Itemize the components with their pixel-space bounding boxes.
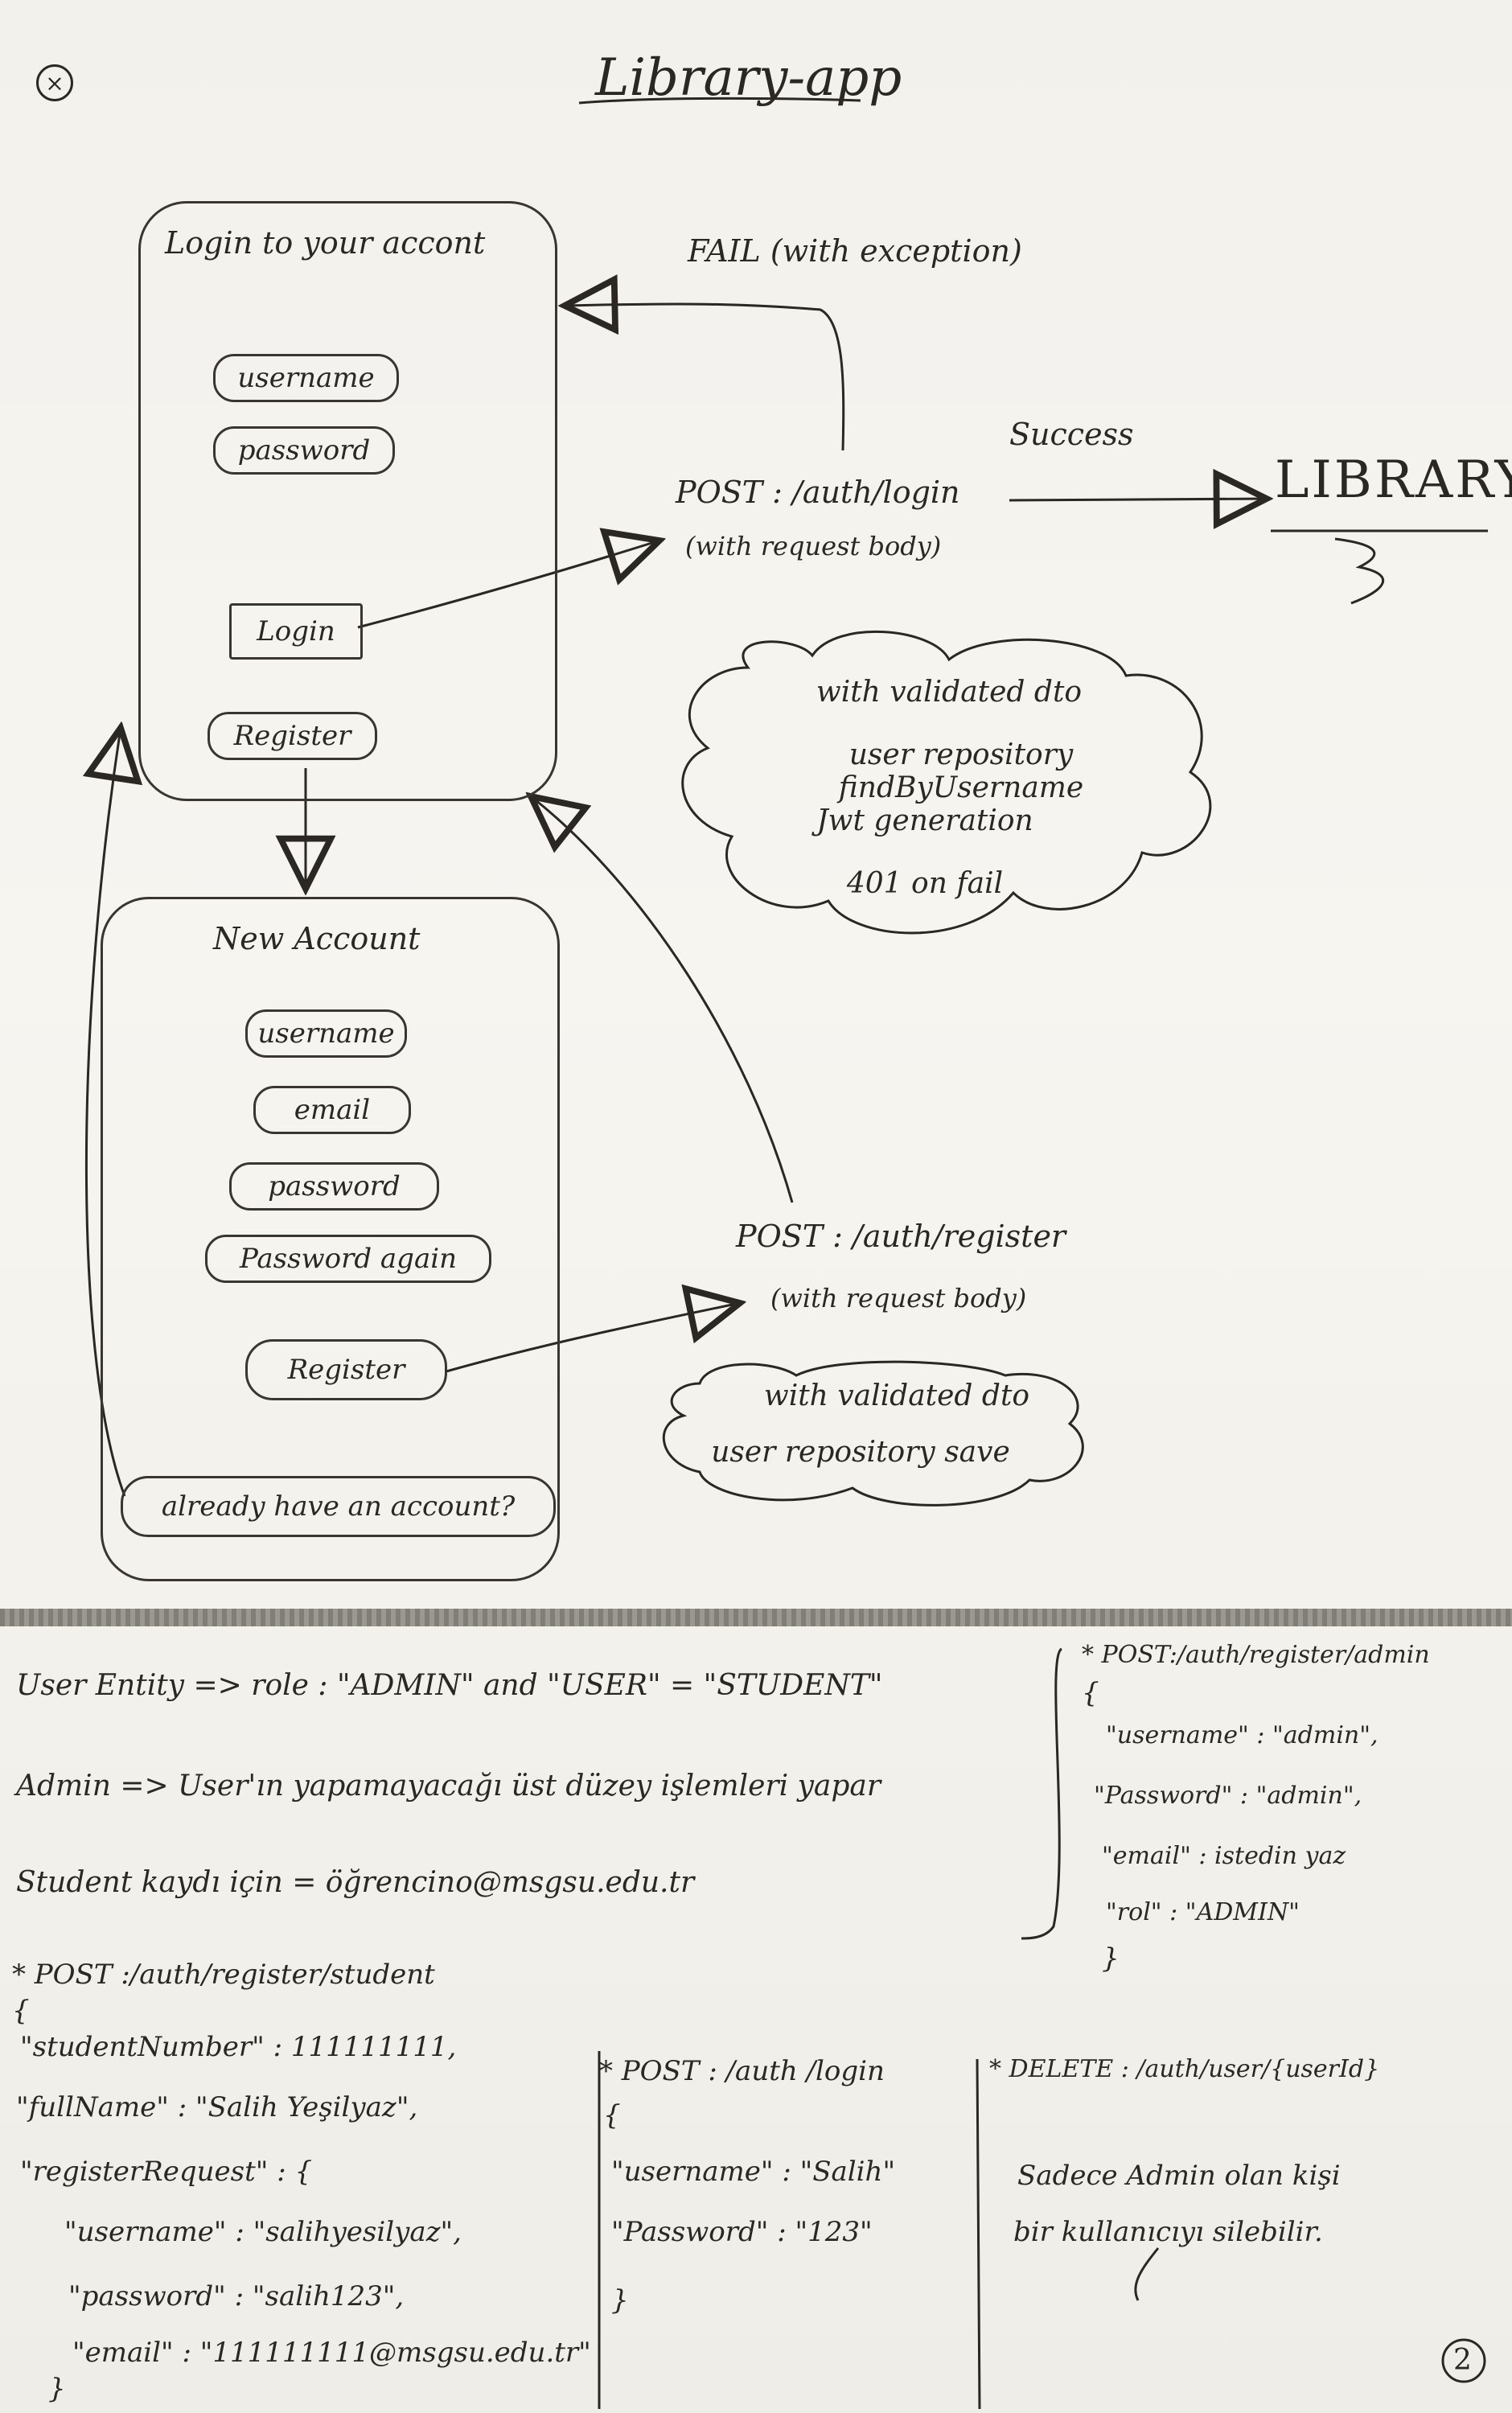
section-divider xyxy=(0,1609,1512,1626)
login-panel xyxy=(138,201,557,801)
register-password-again-field[interactable]: Password again xyxy=(205,1235,491,1283)
note-student-email: Student kaydı için = öğrencino@msgsu.edu… xyxy=(16,1866,695,1899)
admin-register-line-4: "rol" : "ADMIN" xyxy=(1106,1898,1300,1926)
register-email-field[interactable]: email xyxy=(253,1086,411,1134)
login-request-body: (with request body) xyxy=(685,531,942,561)
admin-register-close: } xyxy=(1102,1942,1120,1975)
fail-label: FAIL (with exception) xyxy=(688,233,1022,269)
delete-flourish xyxy=(1134,2247,1160,2301)
admin-register-line-2: "Password" : "admin", xyxy=(1094,1782,1362,1810)
separator-right xyxy=(976,2058,981,2410)
arrow-login-to-endpoint xyxy=(357,541,659,629)
page-number-circle xyxy=(1441,2338,1486,2383)
admin-bracket xyxy=(1021,1647,1063,1940)
register-cloud-outline xyxy=(662,1360,1084,1507)
login-example-line-1: "username" : "Salih" xyxy=(611,2156,896,2188)
register-submit-button[interactable]: Register xyxy=(245,1339,447,1400)
login-example-close: } xyxy=(611,2284,629,2316)
success-label: Success xyxy=(1009,417,1134,452)
arrow-already-to-login xyxy=(86,728,125,1497)
admin-register-line-3: "email" : istedin yaz xyxy=(1102,1842,1346,1870)
library-label: LIBRARY xyxy=(1275,450,1512,510)
login-cloud-outline xyxy=(681,630,1212,935)
already-have-account-link[interactable]: already have an account? xyxy=(121,1476,556,1537)
corner-mark: × xyxy=(36,64,73,101)
login-example-open: { xyxy=(603,2099,621,2131)
register-endpoint: POST : /auth/register xyxy=(736,1219,1066,1254)
register-panel xyxy=(101,897,560,1581)
admin-register-line-1: "username" : "admin", xyxy=(1106,1721,1378,1749)
register-cloud-line-2: user repository save xyxy=(711,1436,1010,1469)
login-cloud-line-2: user repository findByUsername xyxy=(838,738,1084,804)
library-squiggle xyxy=(1334,537,1385,605)
register-cloud-line-1: with validated dto xyxy=(763,1379,1030,1412)
delete-example-header: * DELETE : /auth/user/{userId} xyxy=(989,2055,1380,2083)
login-register-button[interactable]: Register xyxy=(207,712,377,760)
student-register-line-1: "studentNumber" : 111111111, xyxy=(20,2031,457,2063)
arrow-fail-back xyxy=(565,304,845,451)
admin-register-open: { xyxy=(1082,1677,1099,1709)
login-cloud-line-1: with validated dto xyxy=(816,676,1083,709)
page-number: 2 xyxy=(1453,2344,1472,2377)
page-title: Library-app xyxy=(595,48,902,108)
login-example-line-2: "Password" : "123" xyxy=(611,2216,873,2248)
title-underline xyxy=(578,97,861,105)
student-register-line-5: "password" : "salih123", xyxy=(68,2280,405,2312)
arrow-register-to-endpoint xyxy=(446,1303,740,1373)
register-request-body: (with request body) xyxy=(770,1283,1027,1313)
login-panel-heading: Login to your accont xyxy=(165,225,486,261)
note-admin: Admin => User'ın yapamayacağı üst düzey … xyxy=(16,1770,881,1803)
login-button[interactable]: Login xyxy=(229,603,363,660)
student-register-header: * POST :/auth/register/student xyxy=(12,1959,435,1991)
login-cloud-line-4: 401 on fail xyxy=(846,867,1004,900)
login-endpoint: POST : /auth/login xyxy=(676,475,960,510)
student-register-open: { xyxy=(12,1995,30,2027)
student-register-line-6: "email" : "111111111@msgsu.edu.tr" xyxy=(72,2337,591,2369)
login-username-field[interactable]: username xyxy=(213,354,399,402)
student-register-line-4: "username" : "salihyesilyaz", xyxy=(64,2216,462,2248)
student-register-line-2: "fullName" : "Salih Yeşilyaz", xyxy=(16,2091,418,2123)
delete-example-line-1: Sadece Admin olan kişi xyxy=(1017,2160,1341,2192)
register-password-field[interactable]: password xyxy=(229,1162,439,1211)
register-panel-heading: New Account xyxy=(213,921,421,956)
student-register-line-3: "registerRequest" : { xyxy=(20,2156,313,2188)
note-roles: User Entity => role : "ADMIN" and "USER"… xyxy=(16,1669,883,1702)
register-username-field[interactable]: username xyxy=(245,1009,407,1058)
arrow-success xyxy=(1009,499,1267,500)
admin-register-header: * POST:/auth/register/admin xyxy=(1082,1641,1430,1669)
student-register-close: } xyxy=(48,2373,66,2405)
login-password-field[interactable]: password xyxy=(213,426,395,475)
login-cloud-line-3: Jwt generation xyxy=(816,804,1033,837)
delete-example-line-2: bir kullanıcıyı silebilir. xyxy=(1013,2216,1323,2248)
arrow-register-back xyxy=(531,796,794,1203)
login-example-header: * POST : /auth /login xyxy=(599,2055,885,2087)
